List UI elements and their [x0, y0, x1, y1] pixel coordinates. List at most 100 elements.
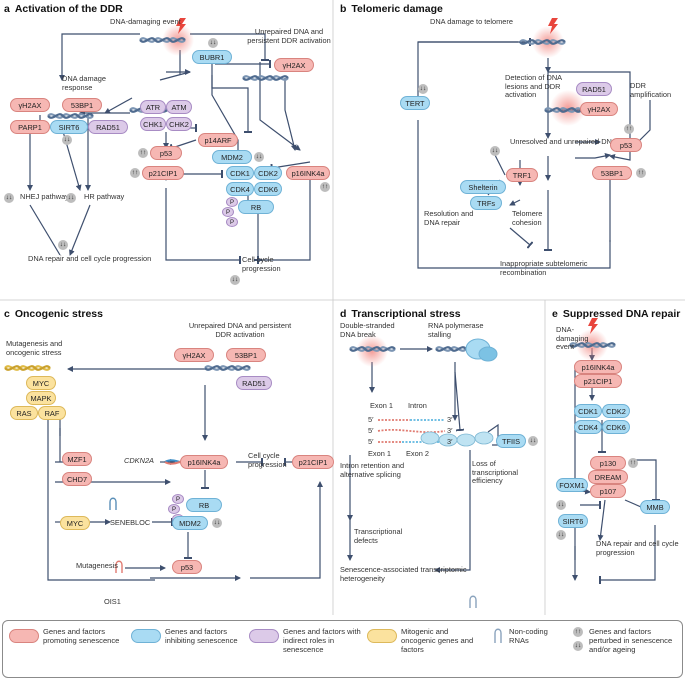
node-chk1: CHK1 — [140, 117, 166, 131]
node-mzf1: MZF1 — [62, 452, 92, 466]
ddr-response-label: DNA damage response — [62, 74, 106, 92]
badge-down: ↓↓ — [556, 530, 566, 540]
node-p21: p21CIP1 — [574, 374, 622, 388]
node-foxm1: FOXM1 — [556, 478, 588, 492]
node-dream: DREAM — [588, 470, 628, 484]
badge-up: ↑↑ — [130, 168, 140, 178]
dna-damaging-event-label: DNA-damaging event — [110, 17, 181, 26]
mutagenesis-label: Mutagenesis — [76, 561, 118, 570]
badge-down: ↓↓ — [212, 518, 222, 528]
badge-up: ↑↑ — [573, 627, 583, 637]
node-53bp1: 53BP1 — [592, 166, 632, 180]
exon2-label: Exon 2 — [406, 449, 430, 458]
node-phospho: P — [222, 207, 234, 217]
node-tert: TERT — [400, 96, 430, 110]
legend-swatch-mitogenic — [367, 629, 397, 643]
node-gh2ax: γH2AX — [174, 348, 214, 362]
node-tfiis: TFIIS — [496, 434, 526, 448]
badge-down: ↓↓ — [573, 641, 583, 651]
node-mapk: MAPK — [26, 391, 56, 405]
node-p130: p130 — [590, 456, 626, 470]
badge-down: ↓↓ — [4, 193, 14, 203]
three-prime-label: 3′ — [447, 426, 453, 435]
rna-polymerase-icon — [465, 338, 498, 362]
node-p21: p21CIP1 — [292, 455, 334, 469]
node-cdk4: CDK4 — [574, 420, 602, 434]
detection-label: Detection of DNA lesions and DDR activat… — [505, 73, 562, 100]
badge-down: ↓↓ — [62, 135, 72, 145]
node-rad51: RAD51 — [576, 82, 612, 96]
mutagenesis-stress-label: Mutagenesis and oncogenic stress — [6, 339, 63, 357]
cdkn2a-label: CDKN2A — [124, 456, 154, 465]
badge-up: ↑↑ — [138, 148, 148, 158]
node-gh2ax: γH2AX — [10, 98, 50, 112]
rna-hairpin-icon — [109, 497, 477, 608]
node-shelterin: Shelterin — [460, 180, 506, 194]
three-prime-label: 3′ — [447, 415, 453, 424]
unrepaired-dna-label: Unrepaired DNA and persistent DDR activa… — [188, 321, 292, 339]
heterogeneity-label: Senescence-associated transcriptomic het… — [340, 565, 467, 583]
badge-up: ↑↑ — [624, 124, 634, 134]
node-rad51: RAD51 — [88, 120, 128, 134]
nhej-label: NHEJ pathway — [20, 192, 69, 201]
legend-promoting-label: Genes and factors promoting senescence — [43, 627, 120, 645]
node-gh2ax: γH2AX — [274, 58, 314, 72]
node-mdm2: MDM2 — [172, 516, 208, 530]
three-prime-label: 3′ — [447, 437, 453, 446]
badge-down: ↓↓ — [418, 84, 428, 94]
node-phospho: P — [168, 504, 180, 514]
node-ras: RAS — [10, 406, 38, 420]
unrepaired-dna-label: Unrepaired DNA and persistent DDR activa… — [247, 27, 331, 45]
badge-up: ↑↑ — [628, 458, 638, 468]
badge-down: ↓↓ — [58, 240, 68, 250]
node-atr: ATR — [140, 100, 166, 114]
transcriptional-defects-label: Transcriptional defects — [354, 527, 403, 545]
legend-swatch-indirect — [249, 629, 279, 643]
node-p16: p16INK4a — [574, 360, 622, 374]
node-gh2ax: γH2AX — [580, 102, 618, 116]
node-myc: MYC — [26, 376, 56, 390]
legend-noncoding-label: Non-coding RNAs — [509, 627, 548, 645]
badge-down: ↓↓ — [230, 275, 240, 285]
node-p14arf: p14ARF — [198, 133, 238, 147]
dsb-label: Double-stranded DNA break — [340, 321, 395, 339]
five-prime-label: 5′ — [368, 426, 374, 435]
five-prime-label: 5′ — [368, 437, 374, 446]
node-cdk2: CDK2 — [602, 404, 630, 418]
node-sirt6: SIRT6 — [50, 120, 88, 134]
node-cdk6: CDK6 — [602, 420, 630, 434]
repair-progression-label: DNA repair and cell cycle progression — [28, 254, 152, 263]
panel-b-title: b Telomeric damage — [340, 3, 443, 15]
node-53bp1: 53BP1 — [226, 348, 266, 362]
node-mmb: MMB — [640, 500, 670, 514]
badge-down: ↓↓ — [528, 436, 538, 446]
badge-up: ↑↑ — [636, 168, 646, 178]
panel-letter: b — [340, 3, 347, 15]
node-p16: p16INK4a — [180, 455, 228, 469]
badge-up: ↑↑ — [320, 182, 330, 192]
intron-label: Intron — [408, 401, 427, 410]
node-chd7: CHD7 — [62, 472, 92, 486]
legend: Genes and factors promoting senescence G… — [2, 620, 683, 678]
panel-letter: d — [340, 308, 347, 320]
badge-down: ↓↓ — [254, 152, 264, 162]
dna-damaging-event-label: DNA-damaging event — [556, 325, 589, 352]
cohesion-label: Telomere cohesion — [512, 209, 543, 227]
rnap-stalling-label: RNA polymerase stalling — [428, 321, 484, 339]
panel-title: Telomeric damage — [351, 3, 443, 15]
panel-title: Suppressed DNA repair — [562, 308, 681, 320]
legend-swatch-inhibiting — [131, 629, 161, 643]
node-bubr1: BUBR1 — [192, 50, 232, 64]
node-rb: RB — [238, 200, 274, 214]
five-prime-label: 5′ — [368, 415, 374, 424]
legend-inhibiting-label: Genes and factors inhibiting senescence — [165, 627, 238, 645]
legend-indirect-label: Genes and factors with indirect roles in… — [283, 627, 361, 654]
rna-hairpin-icon — [494, 628, 502, 643]
node-p53: p53 — [610, 138, 642, 152]
senebloc-label: SENEBLOC — [110, 518, 151, 527]
